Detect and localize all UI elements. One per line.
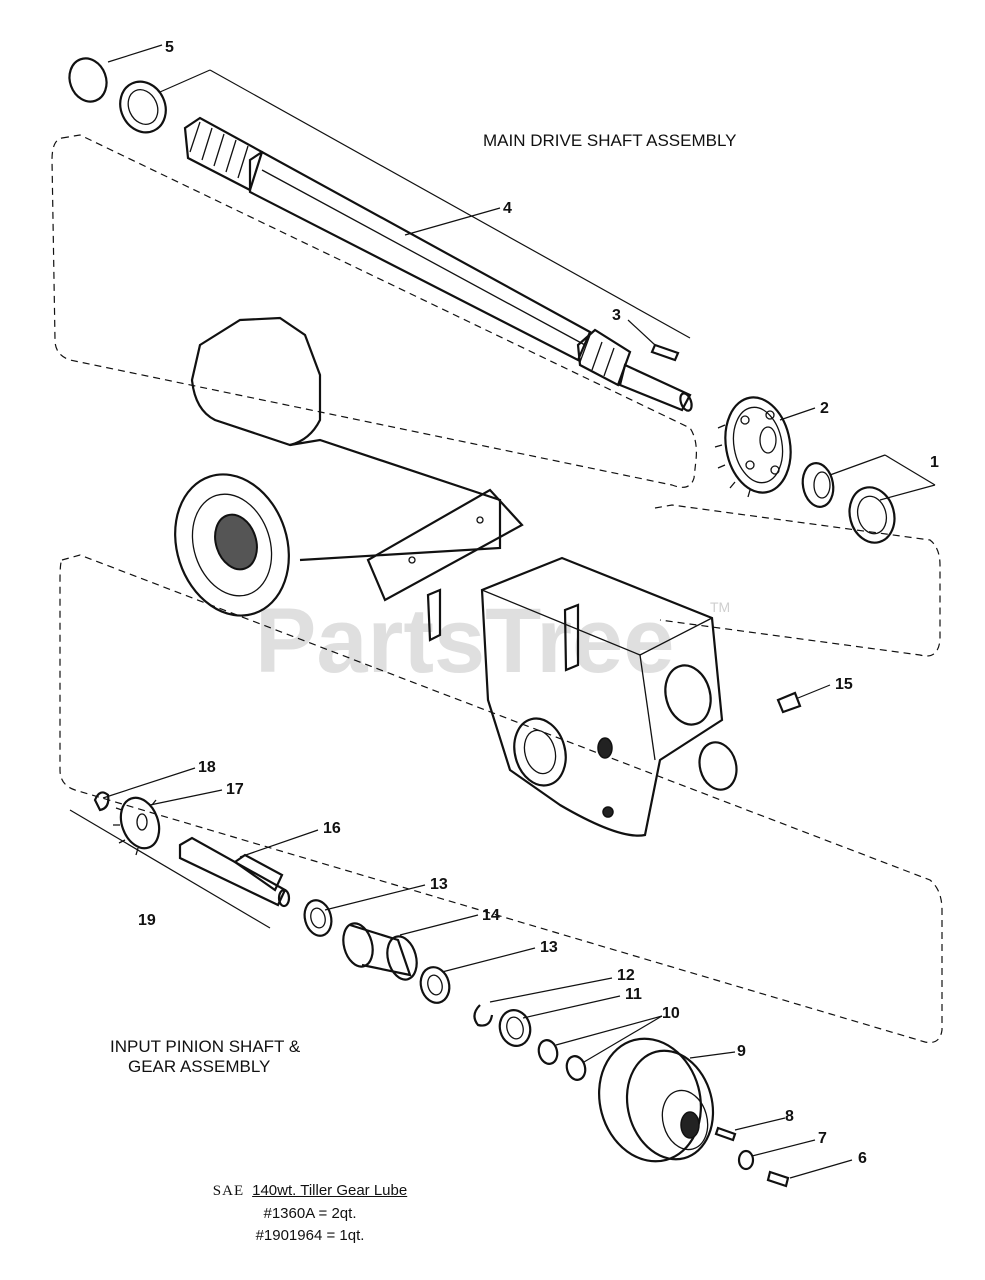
gear-part-2 xyxy=(714,396,792,498)
callout-18: 18 xyxy=(198,759,216,776)
washer-part-13-lower xyxy=(419,966,451,1004)
main-drive-title: MAIN DRIVE SHAFT ASSEMBLY xyxy=(483,131,737,150)
callout-6: 6 xyxy=(858,1150,867,1167)
callout-16: 16 xyxy=(323,820,341,837)
transmission-housing xyxy=(174,316,738,837)
plug-part-15 xyxy=(776,691,802,714)
bearing-part-11 xyxy=(498,1009,532,1047)
key-part-8 xyxy=(714,1126,737,1142)
callout-7: 7 xyxy=(818,1130,827,1147)
callout-10: 10 xyxy=(662,1005,680,1022)
callout-4: 4 xyxy=(503,200,512,217)
callout-13-lower: 13 xyxy=(540,939,558,956)
bearing-part-1 xyxy=(801,462,896,544)
callout-19: 19 xyxy=(138,912,156,929)
lube-spec: 140wt. Tiller Gear Lube xyxy=(252,1182,408,1199)
callout-11: 11 xyxy=(625,986,642,1003)
callout-15: 15 xyxy=(835,676,853,693)
callout-13-upper: 13 xyxy=(430,876,448,893)
washer-part-13-upper xyxy=(303,899,333,937)
pinion-shaft-part-16 xyxy=(178,836,291,908)
watermark-tm: TM xyxy=(710,599,730,615)
callout-8: 8 xyxy=(785,1108,794,1125)
callout-9: 9 xyxy=(737,1043,746,1060)
callout-14: 14 xyxy=(482,907,500,924)
bearing-cup-near-5 xyxy=(119,80,167,134)
main-drive-shaft-part-4 xyxy=(183,116,693,412)
sae-label: SAE xyxy=(212,1183,245,1199)
input-pinion-title-line1: INPUT PINION SHAFT & xyxy=(110,1037,301,1056)
washer-part-10-b xyxy=(565,1055,587,1081)
callout-12: 12 xyxy=(617,967,635,984)
bolt-part-6 xyxy=(766,1170,790,1188)
callout-3: 3 xyxy=(612,307,621,324)
input-pinion-group-outline xyxy=(59,554,943,1044)
pulley-part-9 xyxy=(598,1037,715,1163)
lube-qty-1qt: #1901964 = 1qt. xyxy=(255,1227,365,1244)
lube-note-line1: SAE 140wt. Tiller Gear Lube xyxy=(150,1182,470,1200)
pinion-gear-part-17 xyxy=(113,796,161,856)
bushing-part-14 xyxy=(342,922,418,981)
clip-part-18 xyxy=(93,791,110,812)
washer-part-10-a xyxy=(537,1039,559,1065)
lube-qty-2qt: #1360A = 2qt. xyxy=(263,1205,357,1222)
washer-part-7 xyxy=(737,1149,755,1171)
gear-bearing-group-outline xyxy=(654,504,941,657)
snap-ring-part-12 xyxy=(473,1004,494,1027)
callout-2: 2 xyxy=(820,400,829,417)
callout-5: 5 xyxy=(165,39,174,56)
callout-1: 1 xyxy=(930,454,939,471)
watermark: PartsTree xyxy=(255,590,674,692)
callout-labels: 1 2 3 4 5 6 7 8 9 10 11 12 13 13 14 15 1… xyxy=(138,39,939,1167)
leader-lines xyxy=(69,44,936,1179)
key-part-3 xyxy=(650,343,680,362)
main-shaft-group-outline xyxy=(51,134,697,488)
callout-17: 17 xyxy=(226,781,244,798)
bearing-cup-inner xyxy=(127,88,159,126)
snap-ring-part-5 xyxy=(68,57,108,103)
input-pinion-title-line2: GEAR ASSEMBLY xyxy=(128,1057,270,1076)
